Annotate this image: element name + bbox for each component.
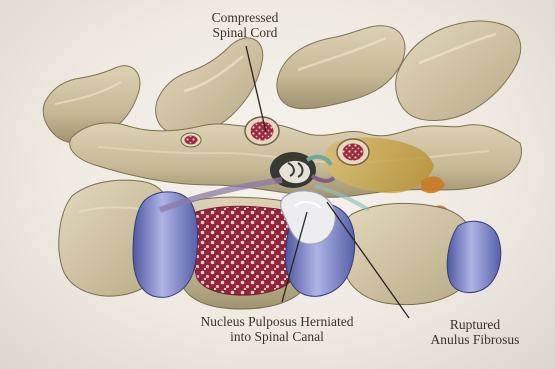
label-compressed-spinal-cord-line-1: Compressed <box>170 10 320 25</box>
label-compressed-spinal-cord: Compressed Spinal Cord <box>170 10 320 40</box>
spinous-process-2 <box>156 38 263 135</box>
label-ruptured-anulus-line-2: Anulus Fibrosus <box>405 332 545 347</box>
pedicle-cut-left <box>245 117 279 145</box>
label-compressed-spinal-cord-line-2: Spinal Cord <box>170 25 320 40</box>
spinous-process-4 <box>396 21 521 120</box>
disc-right <box>447 221 501 292</box>
label-nucleus-pulposus: Nucleus Pulposus Herniated into Spinal C… <box>162 314 392 344</box>
label-nucleus-pulposus-line-1: Nucleus Pulposus Herniated <box>162 314 392 329</box>
pedicle-cut-front <box>181 133 201 147</box>
pedicle-cut-right <box>337 139 369 165</box>
label-ruptured-anulus-fibrosus: Ruptured Anulus Fibrosus <box>405 317 545 347</box>
label-nucleus-pulposus-line-2: into Spinal Canal <box>162 329 392 344</box>
label-ruptured-anulus-line-1: Ruptured <box>405 317 545 332</box>
